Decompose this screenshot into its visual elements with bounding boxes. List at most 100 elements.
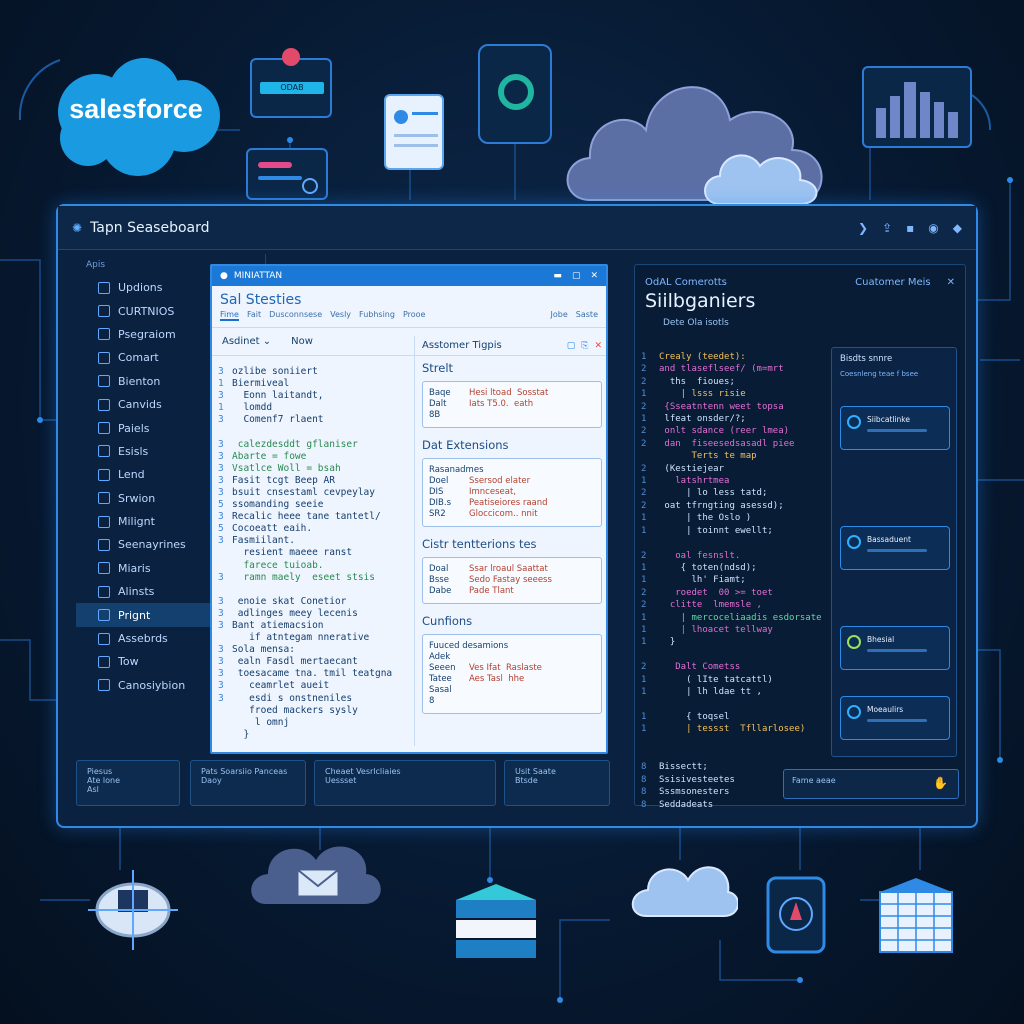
tile-text: Pats Soarsiio Panceas	[201, 767, 288, 776]
sidebar-item[interactable]: Canosiybion	[76, 674, 265, 697]
code-text: onlt sdance (reer lmea)	[659, 426, 790, 437]
line-number: 8	[641, 762, 647, 772]
sidebar-item[interactable]: Miaris	[76, 557, 265, 580]
share-icon[interactable]: ⇪	[882, 220, 893, 235]
sidebar-item[interactable]: Lend	[76, 463, 265, 486]
sidebar-item[interactable]: Comart	[76, 346, 265, 369]
comment-icon[interactable]: ▪	[906, 220, 915, 235]
ring-icon	[98, 585, 110, 598]
sidebar-item[interactable]: Seenayrines	[76, 533, 265, 556]
logo-text: salesforce	[69, 94, 203, 124]
close-icon[interactable]: ✕	[946, 277, 955, 288]
row-value: Pade Tlant	[469, 586, 514, 596]
code-text: ssomanding seeie	[232, 499, 324, 511]
section-title: Cistr tentterions tes	[422, 537, 537, 551]
bell-icon[interactable]: ◉	[928, 220, 939, 235]
code-text: ozlibe soniiert	[232, 366, 318, 377]
sidebar-item[interactable]: CURTNIOS	[76, 299, 265, 322]
service-card[interactable]: Siibcatlinke	[840, 406, 950, 450]
section-row: Fuuced desamions	[429, 641, 595, 652]
menu-item[interactable]: Fubhsing	[359, 310, 395, 319]
sidebar-item[interactable]: Tow	[76, 650, 265, 673]
search-label: Fame aeae	[792, 776, 836, 785]
tab-now[interactable]: Now	[291, 336, 313, 347]
service-card[interactable]: Bassaduent	[840, 526, 950, 570]
sidebar-item[interactable]: Bienton	[76, 370, 265, 393]
wallet-label: ODAB	[260, 82, 324, 94]
row-key: 8	[429, 696, 435, 706]
chat-icon[interactable]: ◆	[952, 220, 962, 235]
sidebar-item[interactable]: Srwion	[76, 487, 265, 510]
line-number: 5	[218, 499, 224, 511]
line-number: 2	[641, 364, 647, 375]
code-line: 5 ssomanding seeie	[218, 499, 408, 511]
maximize-icon[interactable]: ▢	[571, 271, 581, 281]
editor-titlebar: ● MINIATTAN ▬ ▢ ✕	[212, 266, 606, 286]
sidebar-item[interactable]: Canvids	[76, 393, 265, 416]
search-input[interactable]: Fame aeae ✋	[783, 769, 959, 799]
panel-icon	[98, 422, 110, 435]
sidebar-item[interactable]: Psegraiom	[76, 323, 265, 346]
code-text: ths fioues;	[659, 376, 735, 387]
handshake-icon: ✋	[933, 776, 948, 790]
expand-icon[interactable]: ▢	[566, 340, 576, 351]
line-number: 1	[641, 674, 647, 685]
sidebar-item-label: Srwion	[118, 491, 156, 505]
code-line	[218, 426, 408, 438]
close-icon[interactable]: ✕	[590, 271, 598, 281]
menu-item[interactable]: Saste	[575, 310, 598, 319]
sidebar-item[interactable]: Esisls	[76, 440, 265, 463]
sidebar-item[interactable]: Updions	[76, 276, 265, 299]
code-line: 2 oal fesnslt.	[641, 550, 831, 562]
code-line: 2 onlt sdance (reer lmea)	[641, 425, 831, 437]
menu-item[interactable]: Prooe	[402, 310, 426, 319]
menu-item[interactable]: Jobe	[550, 310, 568, 319]
code-text: Recalic heee tane tantetl/	[232, 511, 381, 523]
sidebar-item-label: Comart	[118, 351, 159, 365]
service-card[interactable]: Bhesial	[840, 626, 950, 670]
sidebar-item[interactable]: Paiels	[76, 416, 265, 439]
grid-icon	[98, 328, 110, 341]
line-number: 8	[641, 799, 647, 810]
menu-item[interactable]: Dusconnsese	[269, 310, 323, 319]
sidebar-item[interactable]: Assebrds	[76, 627, 265, 650]
service-card[interactable]: Moeaulirs	[840, 696, 950, 740]
editor-tabs: Asdinet ⌄ Now	[212, 328, 606, 356]
attach-icon[interactable]: ⎘	[581, 340, 589, 351]
tab-asdinet[interactable]: Asdinet ⌄	[222, 336, 272, 347]
close-icon[interactable]: ✕	[594, 340, 602, 351]
chevron-icon[interactable]: ❯	[858, 220, 869, 235]
line-number: 1	[641, 352, 647, 362]
menu-item[interactable]: Vesly	[330, 310, 352, 319]
line-number: 1	[641, 476, 647, 487]
code-text: latshrtmea	[659, 476, 730, 487]
code-line: 3 Eonn laitandt,	[218, 390, 408, 402]
menu-item[interactable]: Fait	[246, 310, 262, 319]
tab-label: Asdinet	[222, 336, 260, 347]
code-line: froed mackers sysly	[218, 705, 408, 717]
sidebar-item[interactable]: Milignt	[76, 510, 265, 533]
row-value: Imnceseat,	[469, 487, 516, 497]
row-key: SR2	[429, 509, 446, 519]
sidebar-item[interactable]: Alinsts	[76, 580, 265, 603]
line-number: 2	[641, 401, 647, 412]
minimize-icon[interactable]: ▬	[553, 271, 562, 281]
code-text: Ssisivesteetes	[659, 774, 735, 785]
menu-item[interactable]: Fime	[220, 310, 239, 321]
